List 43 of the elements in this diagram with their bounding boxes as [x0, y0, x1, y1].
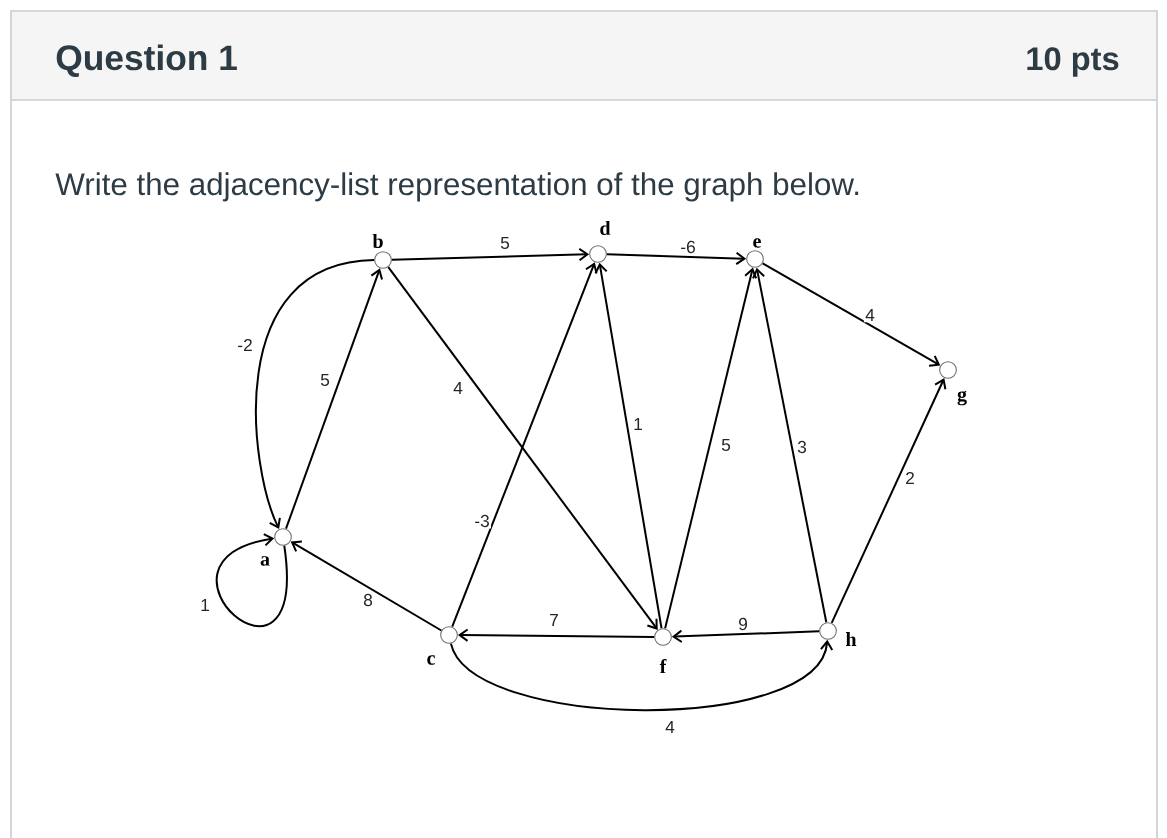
- arrow: [451, 262, 598, 628]
- arrow: [594, 262, 663, 630]
- vertex-label: h: [845, 632, 857, 646]
- edge-label: 4: [863, 307, 877, 323]
- vertex-label: e: [753, 238, 761, 248]
- edge-label: 3: [795, 439, 809, 455]
- arrow: [671, 629, 821, 643]
- arrow: [761, 262, 941, 367]
- edge-label: 1: [631, 416, 645, 432]
- edge-label: 4: [451, 380, 465, 396]
- vertex-label: g: [957, 390, 967, 406]
- arrow: [752, 267, 828, 624]
- arrow: [387, 266, 658, 630]
- vertex-label: a: [260, 556, 270, 566]
- edge-label: 5: [498, 235, 512, 251]
- arrow: [290, 540, 443, 632]
- vertex-label: b: [372, 233, 383, 249]
- edge-label: 8: [361, 592, 375, 608]
- question-title: Question 1: [56, 44, 237, 77]
- arrow: [285, 268, 383, 530]
- vertex-label: c: [427, 655, 435, 665]
- arrow: [449, 639, 834, 712]
- points-label: 10 pts: [1027, 47, 1119, 77]
- edge-label: 7: [547, 612, 561, 628]
- arrow: [457, 628, 656, 642]
- edge-label: 2: [903, 470, 917, 486]
- instruction-text: Write the adjacency-list representation of the graph below.: [55, 172, 859, 202]
- edge-label: 5: [318, 372, 332, 388]
- arrow: [664, 267, 758, 630]
- arrow: [255, 259, 376, 530]
- edge-label: 4: [663, 719, 677, 735]
- arrow: [830, 378, 947, 624]
- edge-label: -2: [235, 337, 255, 353]
- edge-label: -6: [678, 239, 698, 255]
- arrow: [216, 533, 288, 628]
- edge-label: -3: [472, 513, 492, 529]
- edge-label: 5: [719, 437, 733, 453]
- vertex-label: d: [600, 220, 611, 236]
- vertex-label: f: [659, 658, 667, 674]
- edge-label: 9: [736, 616, 750, 632]
- arrow: [390, 247, 590, 262]
- edge-label: 1: [198, 597, 212, 613]
- arrow: [605, 251, 747, 266]
